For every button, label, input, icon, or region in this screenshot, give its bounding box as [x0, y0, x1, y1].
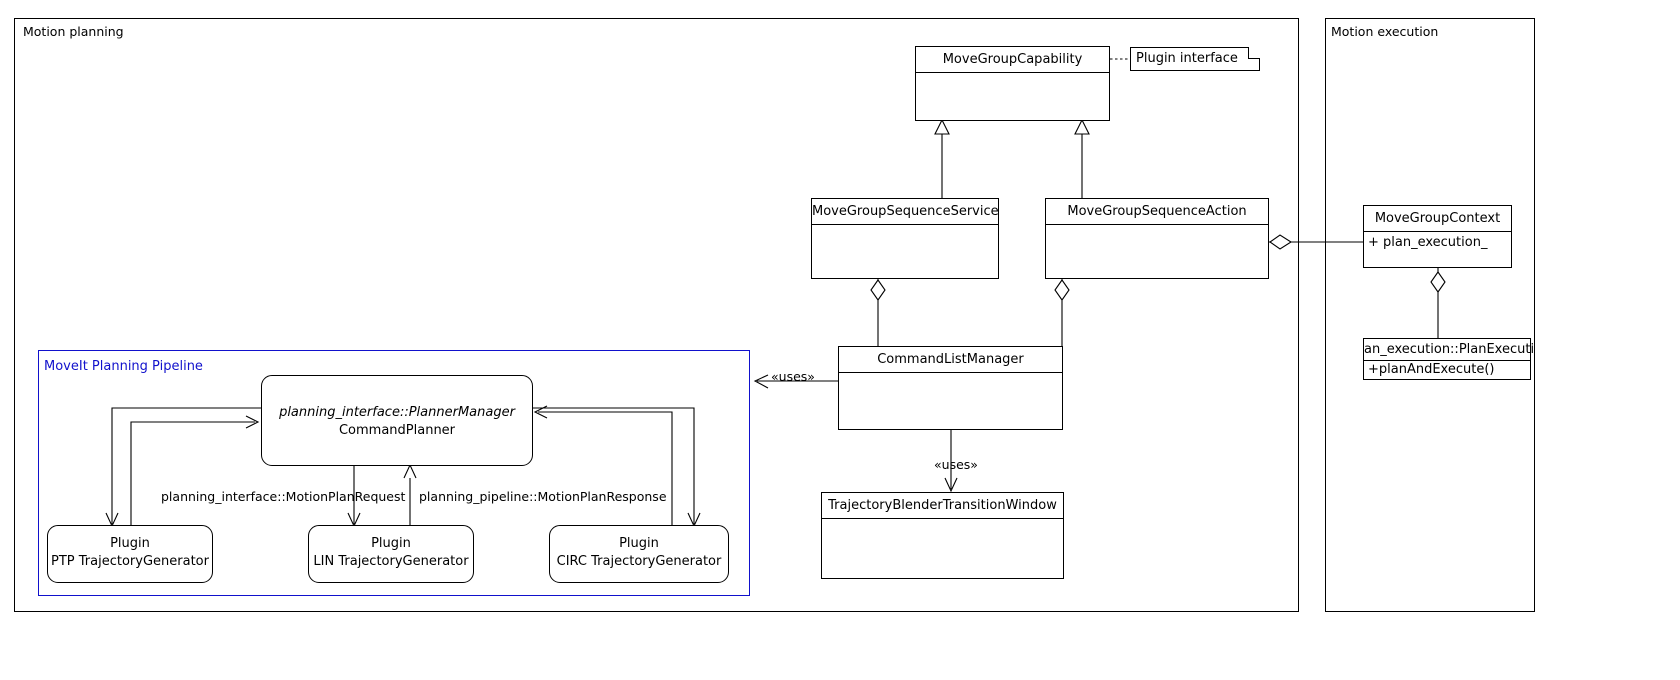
class-name: TrajectoryBlenderTransitionWindow: [822, 493, 1063, 519]
class-name: an_execution::PlanExecuti: [1364, 339, 1534, 361]
class-name: MoveGroupContext: [1364, 206, 1511, 232]
note-plugin-interface: Plugin interface: [1130, 47, 1260, 71]
plugin-name-label: PTP TrajectoryGenerator: [51, 554, 209, 569]
edge-label-motion-plan-response: planning_pipeline::MotionPlanResponse: [419, 489, 667, 504]
class-command-list-manager[interactable]: CommandListManager: [838, 346, 1063, 430]
note-body: [1130, 47, 1260, 71]
class-attributes: [1046, 225, 1268, 227]
note-text: Plugin interface: [1136, 51, 1238, 66]
component-interface-label: planning_interface::PlannerManager: [279, 405, 515, 420]
class-move-group-capability[interactable]: MoveGroupCapability: [915, 46, 1110, 121]
class-name: MoveGroupSequenceService: [812, 199, 999, 225]
class-move-group-sequence-action[interactable]: MoveGroupSequenceAction: [1045, 198, 1269, 279]
class-name: MoveGroupCapability: [916, 47, 1109, 73]
plugin-name-label: LIN TrajectoryGenerator: [313, 554, 469, 569]
edge-label-motion-plan-request: planning_interface::MotionPlanRequest: [161, 489, 406, 504]
class-attributes: [812, 225, 998, 227]
class-attributes: + plan_execution_: [1364, 232, 1511, 251]
frame-motion-planning-title: Motion planning: [23, 24, 124, 39]
pipeline-frame: [38, 350, 750, 596]
class-attributes: [822, 519, 1063, 521]
plugin-name-label: CIRC TrajectoryGenerator: [556, 554, 722, 569]
edge-label-uses-pipeline: «uses»: [771, 369, 815, 384]
component-plugin-lin[interactable]: Plugin LIN TrajectoryGenerator: [308, 525, 474, 583]
frame-motion-execution-title: Motion execution: [1331, 24, 1439, 39]
class-trajectory-blender-transition-window[interactable]: TrajectoryBlenderTransitionWindow: [821, 492, 1064, 579]
class-move-group-sequence-service[interactable]: MoveGroupSequenceService: [811, 198, 999, 279]
component-plugin-circ[interactable]: Plugin CIRC TrajectoryGenerator: [549, 525, 729, 583]
class-attributes: [916, 73, 1109, 75]
class-attribute-item: +planAndExecute(): [1368, 362, 1495, 377]
component-plugin-ptp[interactable]: Plugin PTP TrajectoryGenerator: [47, 525, 213, 583]
class-attributes: +planAndExecute(): [1364, 361, 1530, 378]
class-name: CommandListManager: [839, 347, 1062, 373]
plugin-kind-label: Plugin: [110, 536, 150, 551]
pipeline-title: MoveIt Planning Pipeline: [44, 359, 203, 374]
class-plan-execution[interactable]: an_execution::PlanExecuti +planAndExecut…: [1363, 338, 1534, 380]
class-attribute-item: + plan_execution_: [1368, 235, 1488, 250]
class-move-group-context[interactable]: MoveGroupContext + plan_execution_: [1363, 205, 1512, 268]
class-name: MoveGroupSequenceAction: [1046, 199, 1268, 225]
class-attributes: [839, 373, 1062, 375]
component-command-planner[interactable]: planning_interface::PlannerManager Comma…: [261, 375, 533, 466]
component-name-label: CommandPlanner: [338, 423, 456, 438]
edge-label-uses-blender: «uses»: [934, 457, 978, 472]
frame-motion-planning: [14, 18, 1299, 612]
plugin-kind-label: Plugin: [619, 536, 659, 551]
note-fold-corner: [1248, 47, 1260, 59]
plugin-kind-label: Plugin: [371, 536, 411, 551]
frame-motion-execution: [1325, 18, 1535, 612]
